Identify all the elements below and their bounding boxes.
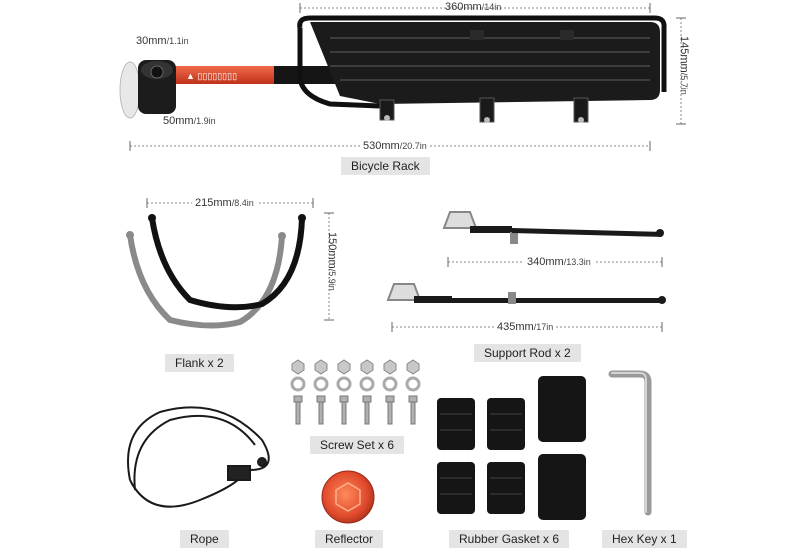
- support-rod-label: Support Rod x 2: [474, 344, 581, 362]
- hex-key-label: Hex Key x 1: [602, 530, 687, 548]
- rope-label: Rope: [180, 530, 229, 548]
- flank-image: [126, 214, 306, 329]
- flank-height: 150mm/5.9in: [326, 232, 338, 291]
- reflector-label: Reflector: [315, 530, 384, 548]
- support-rod-long-length: 435mm/17in: [494, 321, 557, 333]
- rubber-gasket-label: Rubber Gasket x 6: [449, 530, 570, 548]
- support-rod-short-length: 340mm/13.3in: [524, 256, 594, 268]
- bicycle-rack-image: ▲ ▯▯▯▯▯▯▯▯: [119, 15, 667, 123]
- clamp-top-dimension: 30mm/1.1in: [136, 35, 189, 47]
- rack-total-width: 530mm/20.7in: [360, 140, 430, 152]
- support-rod-image: [386, 211, 666, 304]
- rope-image: [127, 406, 270, 508]
- clamp-bottom-dimension: 50mm/1.9in: [163, 115, 216, 127]
- screw-set-image: [290, 359, 421, 425]
- rack-height: 145mm/5.7in: [678, 36, 690, 95]
- flank-label: Flank x 2: [165, 354, 234, 372]
- rack-top-width: 360mm/14in: [445, 1, 502, 13]
- rubber-gasket-image: [437, 376, 586, 520]
- reflector-image: [321, 470, 375, 524]
- flank-width: 215mm/8.4in: [192, 197, 257, 209]
- screw-set-label: Screw Set x 6: [310, 436, 405, 454]
- hex-key-image: [608, 370, 652, 516]
- dimension-ticks: [129, 3, 686, 332]
- bicycle-rack-label: Bicycle Rack: [341, 157, 430, 175]
- svg-text:▲ ▯▯▯▯▯▯▯▯: ▲ ▯▯▯▯▯▯▯▯: [186, 71, 237, 81]
